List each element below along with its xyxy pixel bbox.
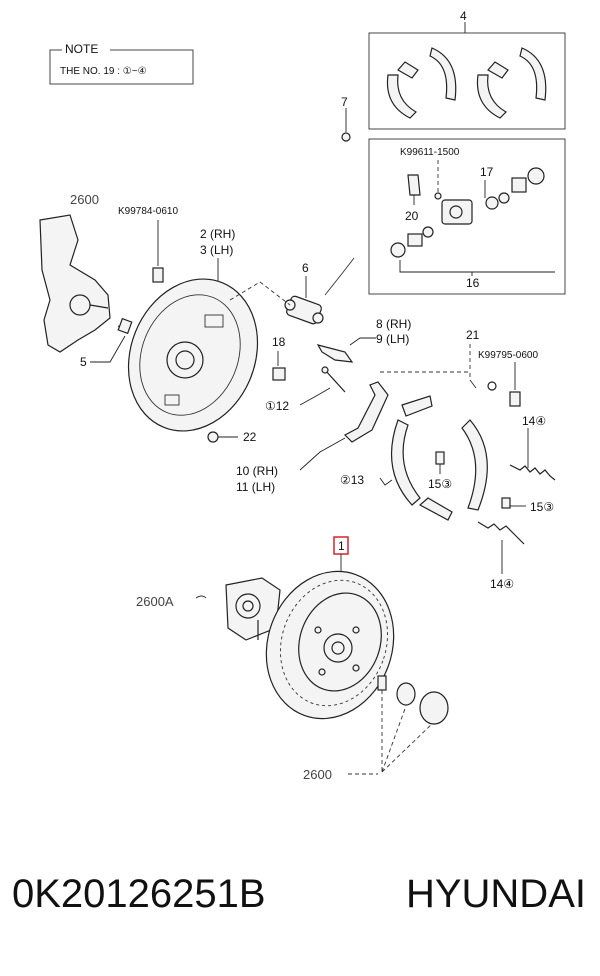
brake-drum	[265, 570, 395, 720]
strut-bar-icon	[344, 381, 389, 443]
ref-2600-bottom: 2600	[303, 767, 332, 782]
bolt-icon	[152, 267, 164, 283]
label-part-3: 3 (LH)	[200, 243, 233, 257]
label-k99784: K99784-0610	[118, 206, 178, 217]
label-part-21: 21	[466, 328, 480, 342]
backing-plate	[127, 278, 259, 432]
label-part-16: 16	[466, 276, 480, 290]
label-part-12: ①12	[265, 399, 289, 413]
label-part-11: 11 (LH)	[236, 480, 275, 494]
label-part-2: 2 (RH)	[200, 227, 235, 241]
note-text: THE NO. 19 : ①~④	[60, 66, 147, 77]
footer: 0K20126251B HYUNDAI	[0, 872, 600, 942]
ref-2600-top: 2600	[70, 192, 99, 207]
plug-icon	[207, 431, 219, 443]
nut-icon	[272, 367, 286, 381]
hub-cap-icon	[419, 691, 449, 725]
label-part-20: 20	[405, 209, 419, 223]
label-k99611: K99611-1500	[400, 147, 460, 158]
bleeder-screw-icon	[407, 174, 421, 196]
label-part-15b: 15③	[530, 500, 554, 514]
bleeder-cap-icon	[341, 132, 351, 142]
ref-2600A: 2600A	[136, 594, 174, 609]
bolt-icon	[509, 391, 521, 407]
adjuster-lever-icon	[316, 344, 354, 363]
brand-name: HYUNDAI	[405, 872, 586, 916]
washer-icon	[396, 682, 416, 706]
wheel-cylinder	[284, 295, 324, 325]
label-part-4: 4	[460, 9, 467, 23]
label-part-8: 8 (RH)	[376, 317, 411, 331]
bolt-icon	[377, 675, 387, 691]
label-part-18: 18	[272, 335, 286, 349]
brake-shoe-icon	[519, 47, 547, 101]
label-part-6: 6	[302, 261, 309, 275]
label-part-10: 10 (RH)	[236, 464, 278, 478]
label-k99795: K99795-0600	[478, 350, 538, 361]
wheel-cylinder-icon	[441, 199, 473, 225]
label-part-14b: 14④	[490, 577, 514, 591]
part-number: 0K20126251B	[12, 872, 266, 916]
label-part-22: 22	[243, 430, 257, 444]
note-box: NOTE THE NO. 19 : ①~④	[49, 42, 194, 85]
brake-shoe-icon	[476, 74, 507, 119]
clip-icon	[501, 497, 511, 509]
brake-assembly-diagram: NOTE THE NO. 19 : ①~④ 4 7 K99611-1500 17…	[39, 9, 566, 782]
label-part-17: 17	[480, 165, 494, 179]
label-part-13: ②13	[340, 473, 364, 487]
label-part-15a: 15③	[428, 477, 452, 491]
label-part-1: 1	[338, 539, 345, 553]
brake-shoe-pair	[391, 395, 488, 521]
wheel-hub	[225, 577, 281, 641]
label-part-9: 9 (LH)	[376, 332, 409, 346]
brake-shoe-icon	[386, 74, 417, 119]
label-part-5: 5	[80, 355, 87, 369]
label-part-7: 7	[341, 95, 348, 109]
return-spring-icon	[477, 521, 525, 545]
label-part-14a: 14④	[522, 414, 546, 428]
shoe-kit-box: 4	[368, 9, 566, 130]
note-title: NOTE	[65, 42, 98, 56]
steering-knuckle	[39, 214, 111, 353]
return-spring-icon	[509, 464, 556, 481]
clip-icon	[435, 451, 445, 465]
brake-shoe-icon	[429, 47, 457, 101]
cylinder-kit-box: K99611-1500 17 20 16	[368, 138, 566, 295]
bolt-icon	[117, 317, 133, 335]
